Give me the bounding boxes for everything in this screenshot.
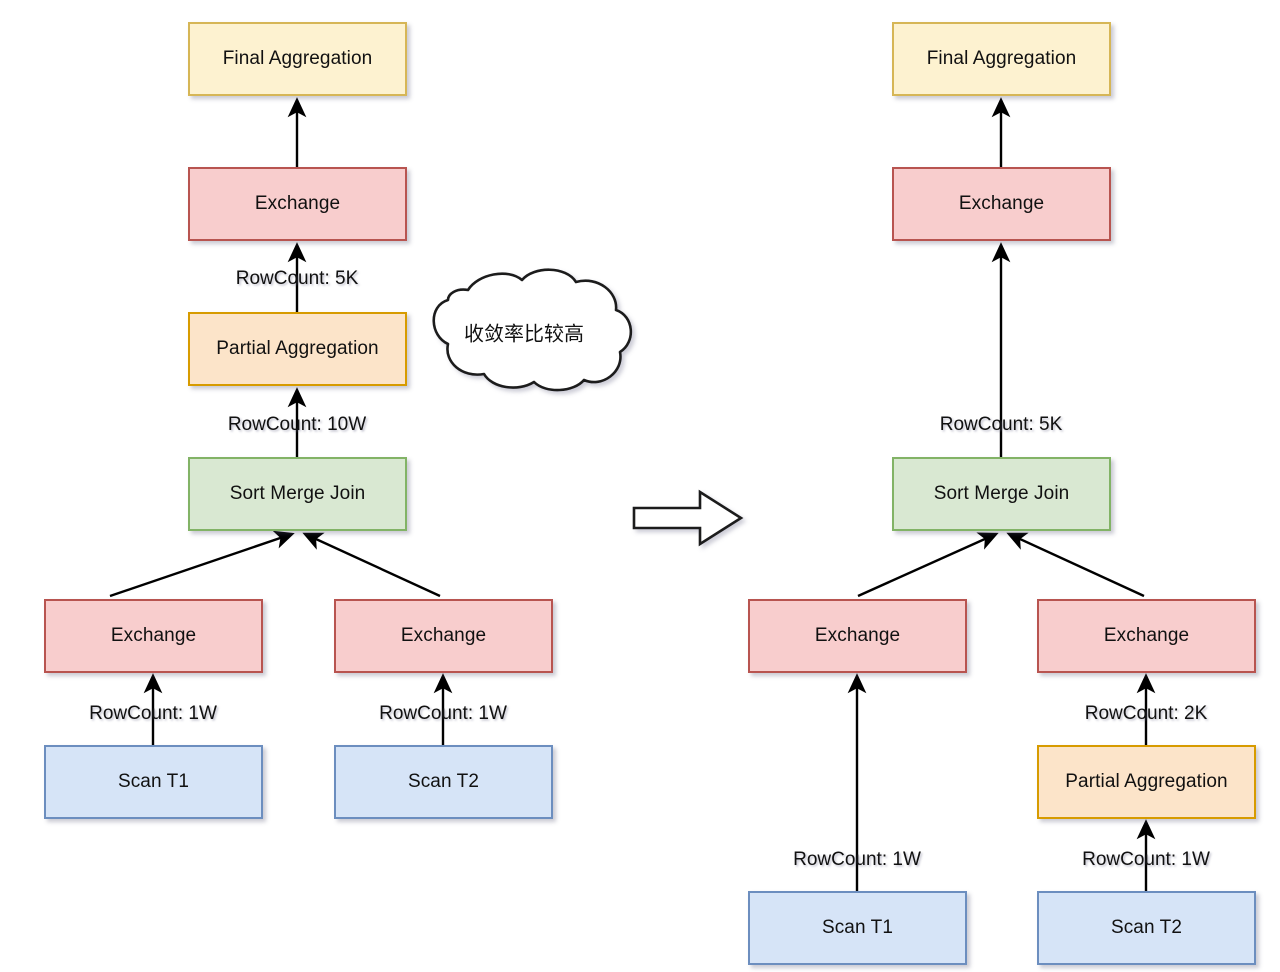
node-exchange-right-branch-right[interactable]: Exchange (1037, 599, 1256, 673)
edge-label-rowcount-10w-left: RowCount: 10W (227, 414, 367, 435)
node-label: Exchange (254, 193, 341, 214)
node-exchange-right-branch-left[interactable]: Exchange (334, 599, 553, 673)
edge-label-rowcount-1w-t2-left: RowCount: 1W (379, 703, 507, 724)
cloud-annotation-label: 收敛率比较高 (464, 321, 584, 346)
edge-label-rowcount-5k-left: RowCount: 5K (235, 268, 359, 289)
edge-exchange-r-to-smj-left (302, 532, 441, 598)
node-label: Final Aggregation (222, 48, 373, 69)
node-label: Scan T2 (407, 771, 480, 792)
edge-exchange-l-to-smj-left (109, 530, 295, 598)
node-label: Exchange (110, 625, 197, 646)
node-label: Exchange (400, 625, 487, 646)
node-sort-merge-join-right[interactable]: Sort Merge Join (892, 457, 1111, 531)
node-scan-t2-left[interactable]: Scan T2 (334, 745, 553, 819)
node-label: Sort Merge Join (933, 483, 1070, 504)
node-exchange-left-branch-left[interactable]: Exchange (44, 599, 263, 673)
node-scan-t1-right[interactable]: Scan T1 (748, 891, 967, 965)
transform-arrow-icon (632, 489, 744, 547)
node-label: Partial Aggregation (1065, 771, 1228, 792)
node-final-aggregation-right[interactable]: Final Aggregation (892, 22, 1111, 96)
node-partial-aggregation-right[interactable]: Partial Aggregation (1037, 745, 1256, 819)
edge-label-rowcount-1w-t1-right: RowCount: 1W (793, 849, 921, 870)
node-exchange-top-right[interactable]: Exchange (892, 167, 1111, 241)
node-exchange-top-left[interactable]: Exchange (188, 167, 407, 241)
node-scan-t2-right[interactable]: Scan T2 (1037, 891, 1256, 965)
node-final-aggregation-left[interactable]: Final Aggregation (188, 22, 407, 96)
edge-exchange-l-to-smj-right (857, 532, 999, 598)
edge-label-rowcount-1w-t2-right: RowCount: 1W (1082, 849, 1210, 870)
node-label: Final Aggregation (926, 48, 1077, 69)
node-label: Exchange (814, 625, 901, 646)
node-label: Scan T1 (821, 917, 894, 938)
node-label: Exchange (1103, 625, 1190, 646)
node-sort-merge-join-left[interactable]: Sort Merge Join (188, 457, 407, 531)
node-label: Partial Aggregation (216, 338, 379, 359)
edge-label-rowcount-1w-t1-left: RowCount: 1W (89, 703, 217, 724)
edge-exchange-r-to-smj-right (1006, 532, 1145, 598)
node-exchange-left-branch-right[interactable]: Exchange (748, 599, 967, 673)
edge-label-rowcount-5k-right: RowCount: 5K (939, 414, 1063, 435)
node-label: Exchange (958, 193, 1045, 214)
edge-label-rowcount-2k-right: RowCount: 2K (1084, 703, 1208, 724)
node-partial-aggregation-left[interactable]: Partial Aggregation (188, 312, 407, 386)
node-scan-t1-left[interactable]: Scan T1 (44, 745, 263, 819)
node-label: Sort Merge Join (229, 483, 366, 504)
node-label: Scan T1 (117, 771, 190, 792)
node-label: Scan T2 (1110, 917, 1183, 938)
